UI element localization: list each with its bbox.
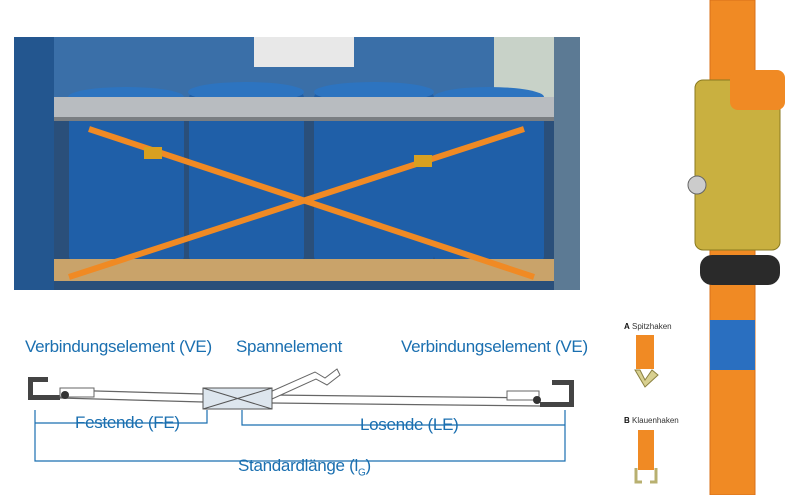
hook-b-label: B Klauenhaken <box>624 416 679 425</box>
ve-left-label: Verbindungselement (VE) <box>25 337 212 356</box>
klauenhaken-image <box>634 430 658 484</box>
strap-diagram <box>28 368 574 462</box>
standardlaenge-subscript: G <box>357 467 366 479</box>
hook-a-label: A Spitzhaken <box>624 322 672 331</box>
ratchet-strap-image <box>687 0 785 495</box>
standardlaenge-label: Standardlänge (lG) <box>238 456 371 478</box>
festende-label: Festende (FE) <box>75 413 180 432</box>
hook-right-icon <box>540 380 574 407</box>
standardlaenge-close: ) <box>365 456 371 475</box>
losende-label: Losende (LE) <box>360 415 459 434</box>
spitzhaken-image <box>634 335 659 388</box>
truck-load-photo <box>14 37 580 290</box>
ratchet-element-icon <box>202 368 341 410</box>
standardlaenge-text: Standardlänge (l <box>238 456 358 475</box>
spannelement-label: Spannelement <box>236 337 343 356</box>
hook-left-icon <box>28 377 60 400</box>
ve-right-label: Verbindungselement (VE) <box>401 337 588 356</box>
